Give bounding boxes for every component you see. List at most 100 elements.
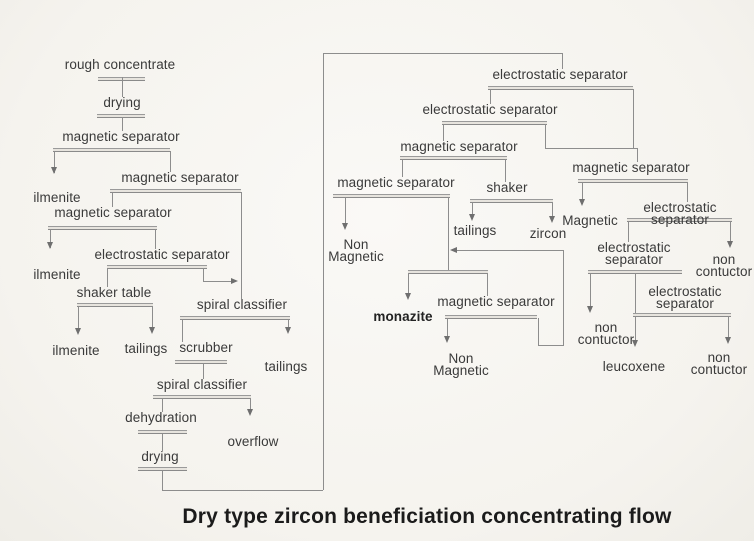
flow-line: [155, 229, 156, 249]
node-underline: [53, 148, 170, 152]
flow-line: [122, 117, 123, 131]
node-underline: [442, 121, 547, 125]
node-underline: [470, 199, 553, 203]
flow-line: [323, 53, 324, 490]
node-scrubber: scrubber: [179, 340, 233, 355]
flow-line: [635, 273, 636, 313]
node-ilmenite-2: ilmenite: [33, 267, 81, 282]
flow-line: [582, 182, 583, 204]
node-underline: [445, 315, 537, 319]
flow-line: [78, 306, 79, 333]
flow-arrow-down: [75, 328, 81, 335]
flow-line: [472, 202, 473, 219]
node-tailings-3: tailings: [453, 223, 497, 238]
flow-arrow-left: [450, 247, 457, 253]
flow-line: [687, 182, 688, 202]
flow-arrow-down: [285, 327, 291, 334]
node-magnetic-separator-2: magnetic separator: [121, 170, 239, 185]
node-underline: [110, 189, 241, 193]
node-underline: [153, 395, 251, 399]
flow-line: [552, 202, 553, 221]
flow-line: [562, 53, 563, 69]
flow-line: [563, 250, 564, 346]
node-ilmenite-1: ilmenite: [33, 190, 81, 205]
node-electrostatic-separator-r1: electrostatic separator: [492, 67, 628, 82]
node-underline: [107, 265, 207, 269]
node-underline: [98, 77, 145, 81]
node-ilmenite-3: ilmenite: [52, 343, 100, 358]
flow-line: [112, 192, 113, 207]
flow-line: [203, 281, 231, 282]
node-magnetic: Magnetic: [562, 213, 618, 228]
flow-arrow-down: [47, 242, 53, 249]
flow-line: [241, 192, 242, 299]
node-non-magnetic-2: Non Magnetic: [433, 351, 489, 378]
node-underline: [175, 360, 227, 364]
flow-arrow-down: [469, 214, 475, 221]
node-underline: [578, 179, 688, 183]
flow-arrow-down: [247, 409, 253, 416]
flow-line: [408, 273, 409, 297]
flow-line: [448, 197, 449, 270]
node-underline: [627, 218, 732, 222]
flow-line: [182, 319, 183, 342]
flow-line: [50, 229, 51, 248]
flow-arrow-right: [231, 278, 238, 284]
node-overflow: overflow: [227, 434, 279, 449]
flow-line: [162, 490, 323, 491]
node-electrostatic-separator-l: electrostatic separator: [94, 247, 230, 262]
node-underline: [333, 194, 450, 198]
flow-line: [545, 148, 637, 149]
node-shaker: shaker: [486, 180, 528, 195]
flow-line: [505, 159, 506, 182]
flow-line: [402, 159, 403, 177]
flow-arrow-down: [632, 340, 638, 347]
node-underline: [400, 156, 507, 160]
node-underline: [97, 114, 145, 118]
node-underline: [408, 270, 488, 274]
diagram-title: Dry type zircon beneficiation concentrat…: [182, 505, 672, 528]
node-magnetic-separator-r3: magnetic separator: [400, 139, 518, 154]
node-electrostatic-separator-r8: electrostatic separator: [648, 284, 722, 311]
flow-line: [628, 221, 629, 242]
node-non-contuctor-1: non contuctor: [695, 252, 753, 279]
node-electrostatic-separator-r7: electrostatic separator: [597, 240, 671, 267]
flow-arrow-down: [587, 306, 593, 313]
flow-arrow-down: [725, 337, 731, 344]
flow-line: [170, 151, 171, 172]
node-magnetic-separator-r4: magnetic separator: [572, 160, 690, 175]
node-electrostatic-separator-r6: electrostatic separator: [643, 200, 717, 227]
node-underline: [77, 303, 153, 307]
flow-arrow-down: [549, 216, 555, 223]
flow-line: [545, 124, 546, 148]
node-underline: [48, 226, 157, 230]
flow-arrow-down: [444, 336, 450, 343]
node-underline: [138, 430, 187, 434]
node-underline: [180, 316, 290, 320]
flow-line: [288, 319, 289, 332]
flow-arrow-down: [405, 293, 411, 300]
flow-line: [107, 268, 108, 287]
flow-arrow-down: [342, 223, 348, 230]
flow-line: [203, 363, 204, 379]
flow-arrow-down: [51, 167, 57, 174]
flow-line: [122, 77, 123, 97]
flow-line: [490, 89, 491, 104]
flow-arrow-down: [149, 327, 155, 334]
flow-line: [633, 89, 634, 148]
flow-line: [162, 434, 163, 451]
node-drying-2: drying: [141, 449, 179, 464]
flow-line: [203, 268, 204, 281]
node-electrostatic-separator-r2: electrostatic separator: [422, 102, 558, 117]
node-shaker-table: shaker table: [76, 285, 152, 300]
flow-line: [728, 316, 729, 341]
flow-arrow-down: [579, 199, 585, 206]
node-underline: [633, 313, 731, 317]
flow-line: [590, 273, 591, 310]
flow-line: [447, 318, 448, 340]
node-magnetic-separator-r5: magnetic separator: [337, 175, 455, 190]
node-drying-1: drying: [103, 95, 141, 110]
node-non-magnetic-1: Non Magnetic: [328, 237, 384, 264]
node-magnetic-separator-1: magnetic separator: [62, 129, 180, 144]
flow-line: [152, 306, 153, 332]
